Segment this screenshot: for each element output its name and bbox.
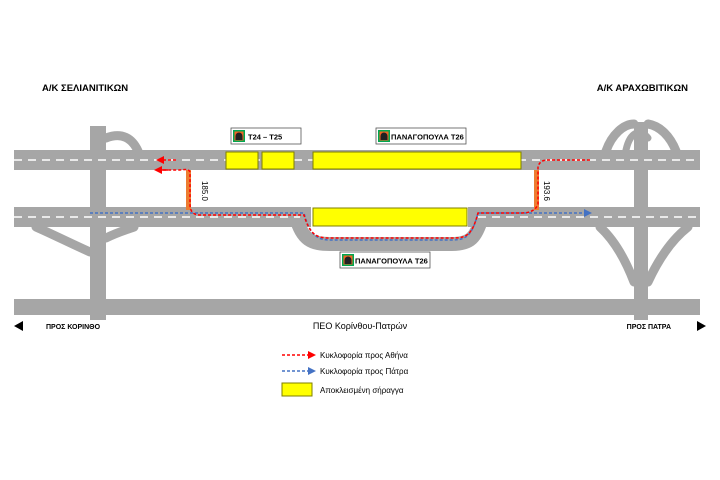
tunnel-sign-border [375,127,467,145]
right-ramp-lower-east [643,222,693,287]
legend: Κυκλοφορία προς Αθήνα Κυκλοφορία προς Πά… [281,351,409,397]
right-ramp-upper-west [601,119,639,156]
motorway-lower-carriageway-left [14,207,311,227]
road-network [14,122,700,320]
right-ramp-upper-loop [622,129,652,154]
legend-item-patra: Κυκλοφορία προς Πάτρα [282,367,409,376]
left-ramp-lower-east [101,222,139,243]
legend-label-closed: Αποκλεισμένη σήραγγα [320,386,404,395]
chainage-right: 193.6 [542,181,551,202]
tunnel-sign-panagopoula-bottom: ΠΑΝΑΓΟΠΟΥΛΑ Τ26 [339,251,431,269]
tunnel-t24 [225,151,259,170]
legend-label-athens: Κυκλοφορία προς Αθήνα [320,351,408,360]
tunnel-sign-panagopoula-top-label: ΠΑΝΑΓΟΠΟΥΛΑ Τ26 [391,133,464,142]
route-athens [160,159,590,239]
crossover-left [186,170,191,210]
interchange-left-title: Α/Κ ΣΕΛΙΑΝΙΤΙΚΩΝ [42,83,128,94]
road-ramps [31,119,693,287]
interchange-right-title: Α/Κ ΑΡΑΧΩΒΙΤΙΚΩΝ [597,83,688,94]
tunnel-icon [233,130,245,142]
lower-bypass-curve [289,210,489,251]
legend-label-patra: Κυκλοφορία προς Πάτρα [320,367,409,376]
tunnel-icon [378,130,390,142]
tunnel-sign-t24-t25-label: Τ24 – Τ25 [248,133,282,142]
tunnel-t26-lower [312,207,468,227]
tunnel-sign-border [230,127,302,145]
right-ramp-lower-west [595,222,639,287]
direction-to-korinthos: ΠΡΟΣ ΚΟΡΙΝΘΟ [46,324,101,331]
tunnel-sign-t24-t25: Τ24 – Τ25 [230,127,302,145]
legend-item-closed: Αποκλεισμένη σήραγγα [281,382,404,397]
tunnel-sign-panagopoula-top: ΠΑΝΑΓΟΠΟΥΛΑ Τ26 [375,127,467,145]
tunnel-sign-border [339,251,431,269]
tunnel-t26-upper [312,151,522,170]
tunnel-icon [342,254,354,266]
old-national-road-label: ΠΕΟ Κορίνθου-Πατρών [313,321,408,331]
right-ramp-upper-east [643,119,681,156]
crossovers [186,170,539,210]
arrow-right-icon [697,321,706,331]
chainage-left: 185.0 [200,181,209,202]
left-ramp-lower-west [31,222,95,257]
legend-swatch-closed [281,382,313,397]
direction-to-patra: ΠΡΟΣ ΠΑΤΡΑ [627,324,671,331]
tunnel-t25 [261,151,295,170]
old-national-road [14,299,700,315]
arrow-left-icon [14,321,23,331]
legend-item-athens: Κυκλοφορία προς Αθήνα [282,351,408,360]
direction-bar: ΠΡΟΣ ΚΟΡΙΝΘΟ ΠΕΟ Κορίνθου-Πατρών ΠΡΟΣ ΠΑ… [14,321,706,331]
tunnel-sign-panagopoula-bottom-label: ΠΑΝΑΓΟΠΟΥΛΑ Τ26 [355,257,428,266]
closed-tunnels [225,151,522,227]
crossover-right [534,170,539,210]
left-ramp-upper [101,131,143,156]
